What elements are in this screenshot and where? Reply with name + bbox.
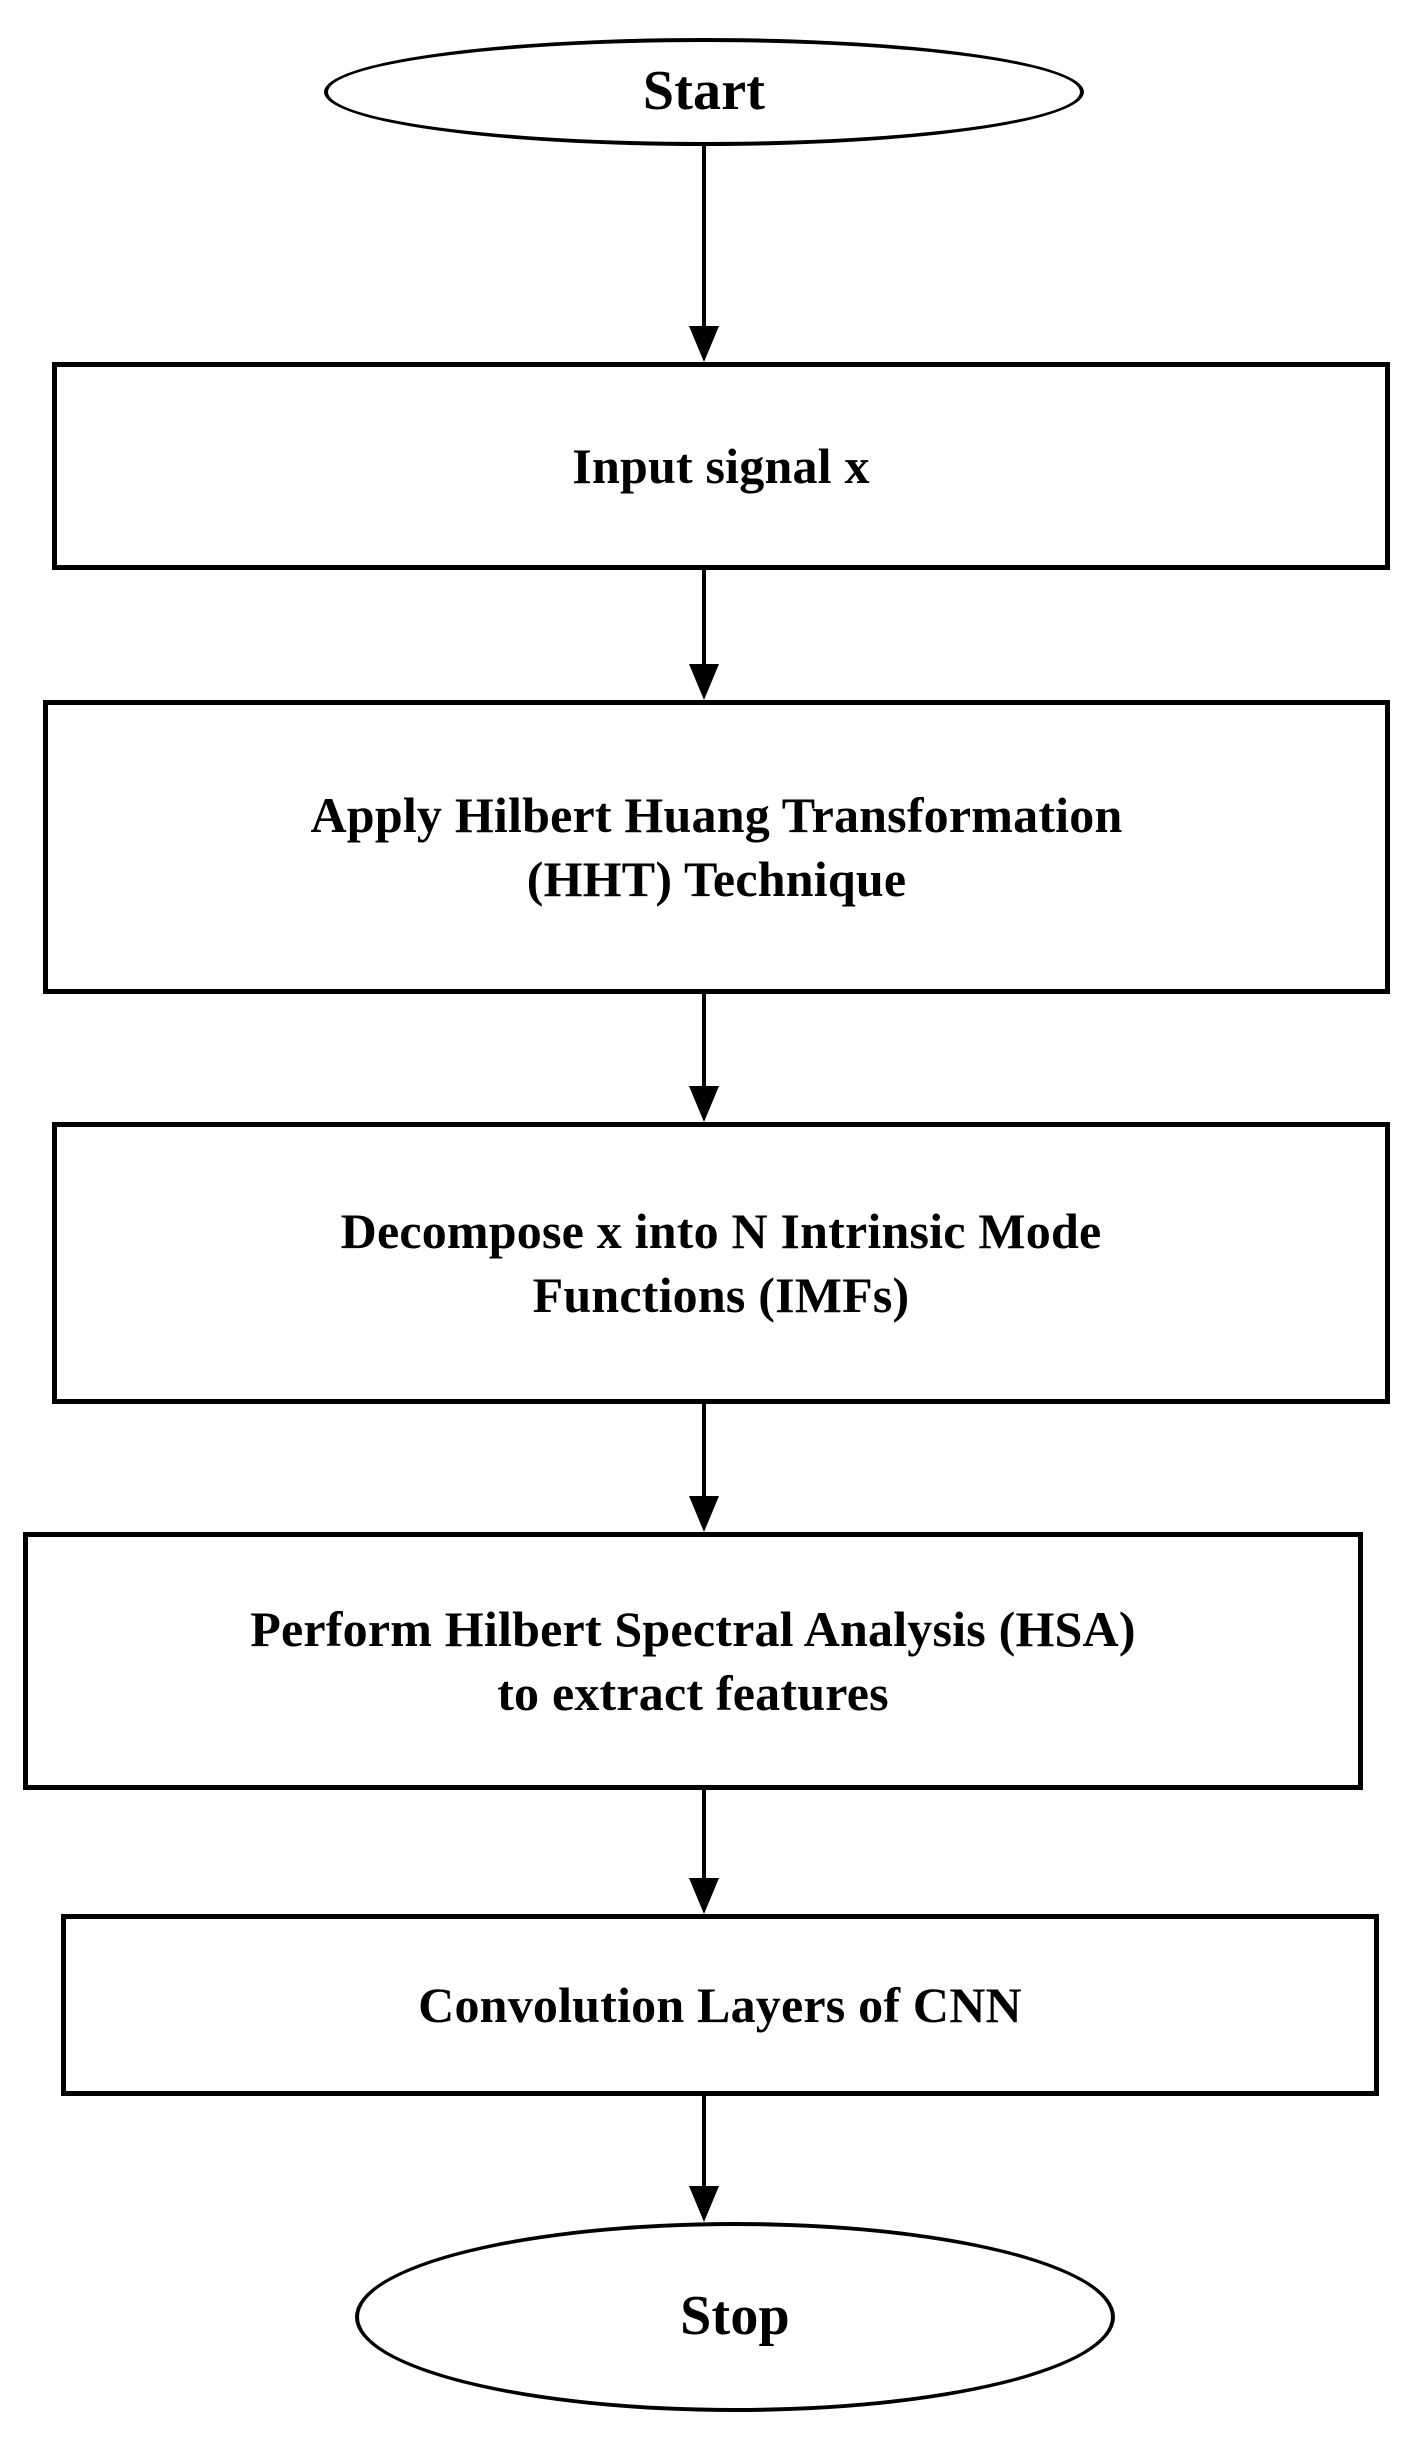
flowchart-node-hsa[interactable]: Perform Hilbert Spectral Analysis (HSA) … <box>23 1532 1363 1790</box>
node-label-cnn: Convolution Layers of CNN <box>418 1977 1022 2033</box>
down-arrow-icon <box>689 326 719 362</box>
flowchart-node-start[interactable]: Start <box>324 38 1084 146</box>
node-label-start: Start <box>642 60 766 123</box>
edge-shaft <box>702 1790 706 1882</box>
node-label-imf: Decompose x into N Intrinsic Mode Functi… <box>340 1203 1102 1323</box>
node-label-hht: Apply Hilbert Huang Transformation (HHT)… <box>310 787 1123 907</box>
node-label-hsa: Perform Hilbert Spectral Analysis (HSA) … <box>250 1601 1136 1721</box>
node-label-stop: Stop <box>680 2285 790 2348</box>
flowchart-node-cnn[interactable]: Convolution Layers of CNN <box>61 1914 1379 2096</box>
down-arrow-icon <box>689 1086 719 1122</box>
down-arrow-icon <box>689 1496 719 1532</box>
down-arrow-icon <box>689 664 719 700</box>
edge-shaft <box>702 994 706 1090</box>
node-label-input-signal: Input signal x <box>572 438 870 494</box>
flowchart-node-input-signal[interactable]: Input signal x <box>52 362 1390 570</box>
flowchart-node-stop[interactable]: Stop <box>355 2222 1115 2412</box>
down-arrow-icon <box>689 1878 719 1914</box>
edge-shaft <box>702 2096 706 2190</box>
edge-shaft <box>702 1404 706 1500</box>
flowchart-node-imf[interactable]: Decompose x into N Intrinsic Mode Functi… <box>52 1122 1390 1404</box>
flowchart-node-hht[interactable]: Apply Hilbert Huang Transformation (HHT)… <box>43 700 1390 994</box>
edge-shaft <box>702 570 706 668</box>
down-arrow-icon <box>689 2186 719 2222</box>
edge-shaft <box>702 146 706 332</box>
